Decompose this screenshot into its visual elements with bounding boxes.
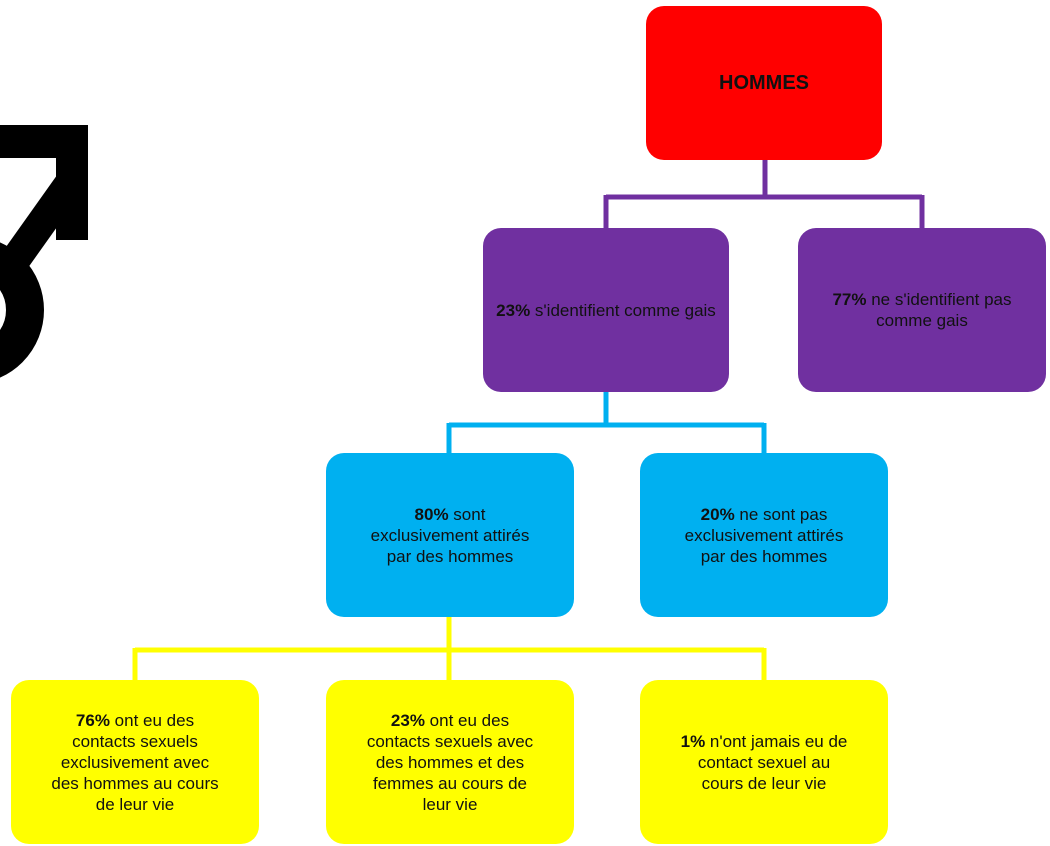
node-percent: 23% (390, 710, 425, 730)
node-not-exclusively-attracted: 20% ne sont pas exclusivement attirés pa… (640, 453, 888, 617)
node-percent: 80% (414, 504, 449, 524)
male-symbol-icon (0, 125, 88, 378)
node-text: 77% ne s'identifient pas comme gais (808, 289, 1036, 331)
connector-root-level1 (603, 160, 925, 228)
node-exclusively-attracted: 80% sont exclusivement attirés par des h… (326, 453, 574, 617)
connector-level2-level3 (132, 617, 767, 680)
node-description: n'ont jamais eu de contact sexuel au cou… (697, 731, 848, 793)
node-percent: 23% (496, 300, 531, 320)
node-percent: 77% (832, 290, 867, 309)
node-text: 23% s'identifient comme gais (496, 300, 716, 321)
node-percent: 20% (700, 504, 735, 524)
node-contacts-men-and-women: 23% ont eu des contacts sexuels avec des… (326, 680, 574, 844)
root-label: HOMMES (719, 71, 809, 94)
root-node: HOMMES (646, 6, 882, 160)
node-text: 76% ont eu des contacts sexuels exclusiv… (50, 710, 220, 815)
node-text: 23% ont eu des contacts sexuels avec des… (365, 710, 535, 815)
node-description: ne s'identifient pas comme gais (866, 290, 1012, 330)
node-description: ne sont pas exclusivement attirés par de… (684, 504, 844, 566)
node-text: 80% sont exclusivement attirés par des h… (370, 504, 530, 567)
node-contacts-men-only: 76% ont eu des contacts sexuels exclusiv… (11, 680, 259, 844)
node-description: ont eu des contacts sexuels avec des hom… (366, 710, 534, 814)
node-description: s'identifient comme gais (530, 300, 716, 320)
connector-level1-level2 (446, 392, 767, 453)
node-text: 1% n'ont jamais eu de contact sexuel au … (679, 731, 849, 794)
node-text: 20% ne sont pas exclusivement attirés pa… (684, 504, 844, 567)
node-percent: 1% (680, 731, 706, 751)
node-description: sont exclusivement attirés par des homme… (370, 504, 530, 566)
node-description: ont eu des contacts sexuels exclusivemen… (51, 710, 219, 814)
node-identify-gay: 23% s'identifient comme gais (483, 228, 729, 392)
node-no-contact: 1% n'ont jamais eu de contact sexuel au … (640, 680, 888, 844)
node-percent: 76% (75, 710, 110, 730)
node-not-identify-gay: 77% ne s'identifient pas comme gais (798, 228, 1046, 392)
